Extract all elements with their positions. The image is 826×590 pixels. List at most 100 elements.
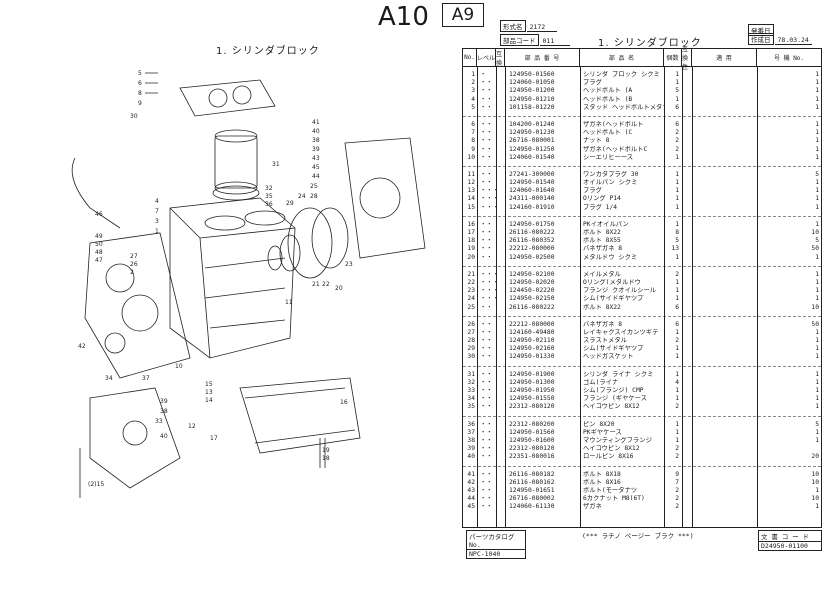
callout-label: 44 bbox=[312, 173, 320, 180]
cell-q: 1 bbox=[675, 220, 679, 228]
document-code: 文 書 コ ー ド D24950-01100 bbox=[758, 530, 822, 551]
cell-pn: 124060-01050 bbox=[509, 79, 555, 87]
cell-no: 6 bbox=[471, 120, 475, 128]
cell-nm: ヘッドボルト (B bbox=[583, 95, 633, 103]
cell-pn: 22312-080120 bbox=[509, 403, 555, 411]
cell-no: 37 bbox=[467, 428, 475, 436]
cell-nm: ヘッドガスケット bbox=[583, 353, 634, 361]
cell-no: 22 bbox=[467, 278, 475, 286]
callout-label: 46 bbox=[95, 211, 103, 218]
row-group: 21・・・124950-02100メイルメタル2122・・・124950-020… bbox=[463, 267, 821, 317]
page-box: A9 bbox=[442, 3, 484, 27]
cell-pn: 124950-02150 bbox=[509, 295, 555, 303]
cell-pn: 124950-02500 bbox=[509, 253, 555, 261]
callout-label: 16 bbox=[340, 399, 348, 406]
cell-no: 34 bbox=[467, 395, 475, 403]
cell-lv: ・・ bbox=[480, 328, 493, 336]
cell-r: 50 bbox=[811, 320, 819, 328]
cell-lv: ・・ bbox=[480, 137, 493, 145]
callout-label: 4 bbox=[155, 198, 159, 205]
cell-nm: フランジ クオイルシール bbox=[583, 287, 657, 295]
cell-nm: Oリング P14 bbox=[583, 195, 621, 203]
cell-q: 2 bbox=[675, 403, 679, 411]
cell-no: 31 bbox=[467, 370, 475, 378]
cell-q: 1 bbox=[675, 287, 679, 295]
table-title: 1. シリンダブロック bbox=[598, 38, 702, 49]
callout-label: 45 bbox=[312, 164, 320, 171]
cell-no: 18 bbox=[467, 237, 475, 245]
cell-nm: ヘイコウピン 8X12 bbox=[583, 445, 640, 453]
cell-lv: ・・ bbox=[480, 370, 493, 378]
cell-no: 11 bbox=[467, 170, 475, 178]
cell-nm: シム(サイドギヤツプ bbox=[583, 295, 644, 303]
cell-lv: ・・ bbox=[480, 103, 493, 111]
cell-r: 1 bbox=[815, 370, 819, 378]
cell-r: 1 bbox=[815, 395, 819, 403]
callout-label: 49 bbox=[95, 233, 103, 240]
cell-q: 6 bbox=[675, 103, 679, 111]
cell-pn: 124950-01900 bbox=[509, 370, 555, 378]
cell-q: 1 bbox=[675, 79, 679, 87]
cell-no: 4 bbox=[471, 95, 475, 103]
cell-pn: 124160-49480 bbox=[509, 328, 555, 336]
cell-q: 1 bbox=[675, 328, 679, 336]
cell-q: 8 bbox=[675, 229, 679, 236]
cell-no: 35 bbox=[467, 403, 475, 411]
cell-r: 1 bbox=[815, 387, 819, 394]
cell-pn: 26716-080002 bbox=[509, 495, 555, 503]
callout-label: 21 bbox=[312, 281, 320, 288]
cell-r: 1 bbox=[815, 153, 819, 161]
cell-r bbox=[757, 445, 821, 453]
cell-r: 20 bbox=[811, 453, 819, 461]
metal-housing bbox=[287, 207, 333, 279]
cell-r: 1 bbox=[815, 486, 819, 494]
cell-q: 2 bbox=[675, 129, 679, 137]
cell-r: 1 bbox=[815, 95, 819, 103]
cell-nm: メタルドウ シクミ bbox=[583, 253, 638, 261]
callout-label: 9 bbox=[138, 100, 142, 107]
callout-label: 15 bbox=[205, 381, 213, 388]
cell-nm: オイルパン シクミ bbox=[583, 179, 638, 187]
cell-nm: ピン 8X20 bbox=[583, 420, 615, 428]
callout-label: 29 bbox=[286, 200, 294, 207]
cell-r: 1 bbox=[815, 278, 819, 286]
cell-q: 1 bbox=[675, 353, 679, 361]
cell-lv: ・・ bbox=[480, 387, 493, 394]
catalog-number: パーツカタログNo. NPC-1040 bbox=[466, 530, 526, 559]
cell-no: 29 bbox=[467, 345, 475, 353]
cell-nm: Oリング(メタルドウ bbox=[583, 278, 641, 286]
callout-label: 22 bbox=[322, 281, 330, 288]
cell-q: 1 bbox=[675, 295, 679, 303]
cell-lv: ・・ bbox=[480, 220, 493, 228]
cell-r: 1 bbox=[815, 353, 819, 361]
cell-nm: シリンダ ライナ シクミ bbox=[583, 370, 654, 378]
cell-r: 1 bbox=[815, 436, 819, 444]
cell-pn: 22312-080200 bbox=[509, 420, 555, 428]
callout-label: 37 bbox=[142, 375, 150, 382]
cell-pn: 26716-080001 bbox=[509, 137, 555, 145]
cell-pn: 124950-01330 bbox=[509, 353, 555, 361]
cell-nm: ボルト(モータナツ bbox=[583, 486, 638, 494]
cell-r: 1 bbox=[815, 503, 819, 511]
cell-r: 1 bbox=[815, 79, 819, 87]
cell-no: 40 bbox=[467, 453, 475, 461]
diagram-title: 1. シリンダブロック bbox=[216, 46, 320, 57]
cell-nm: メイルメタル bbox=[583, 270, 621, 278]
cell-lv: ・・ bbox=[480, 353, 493, 361]
